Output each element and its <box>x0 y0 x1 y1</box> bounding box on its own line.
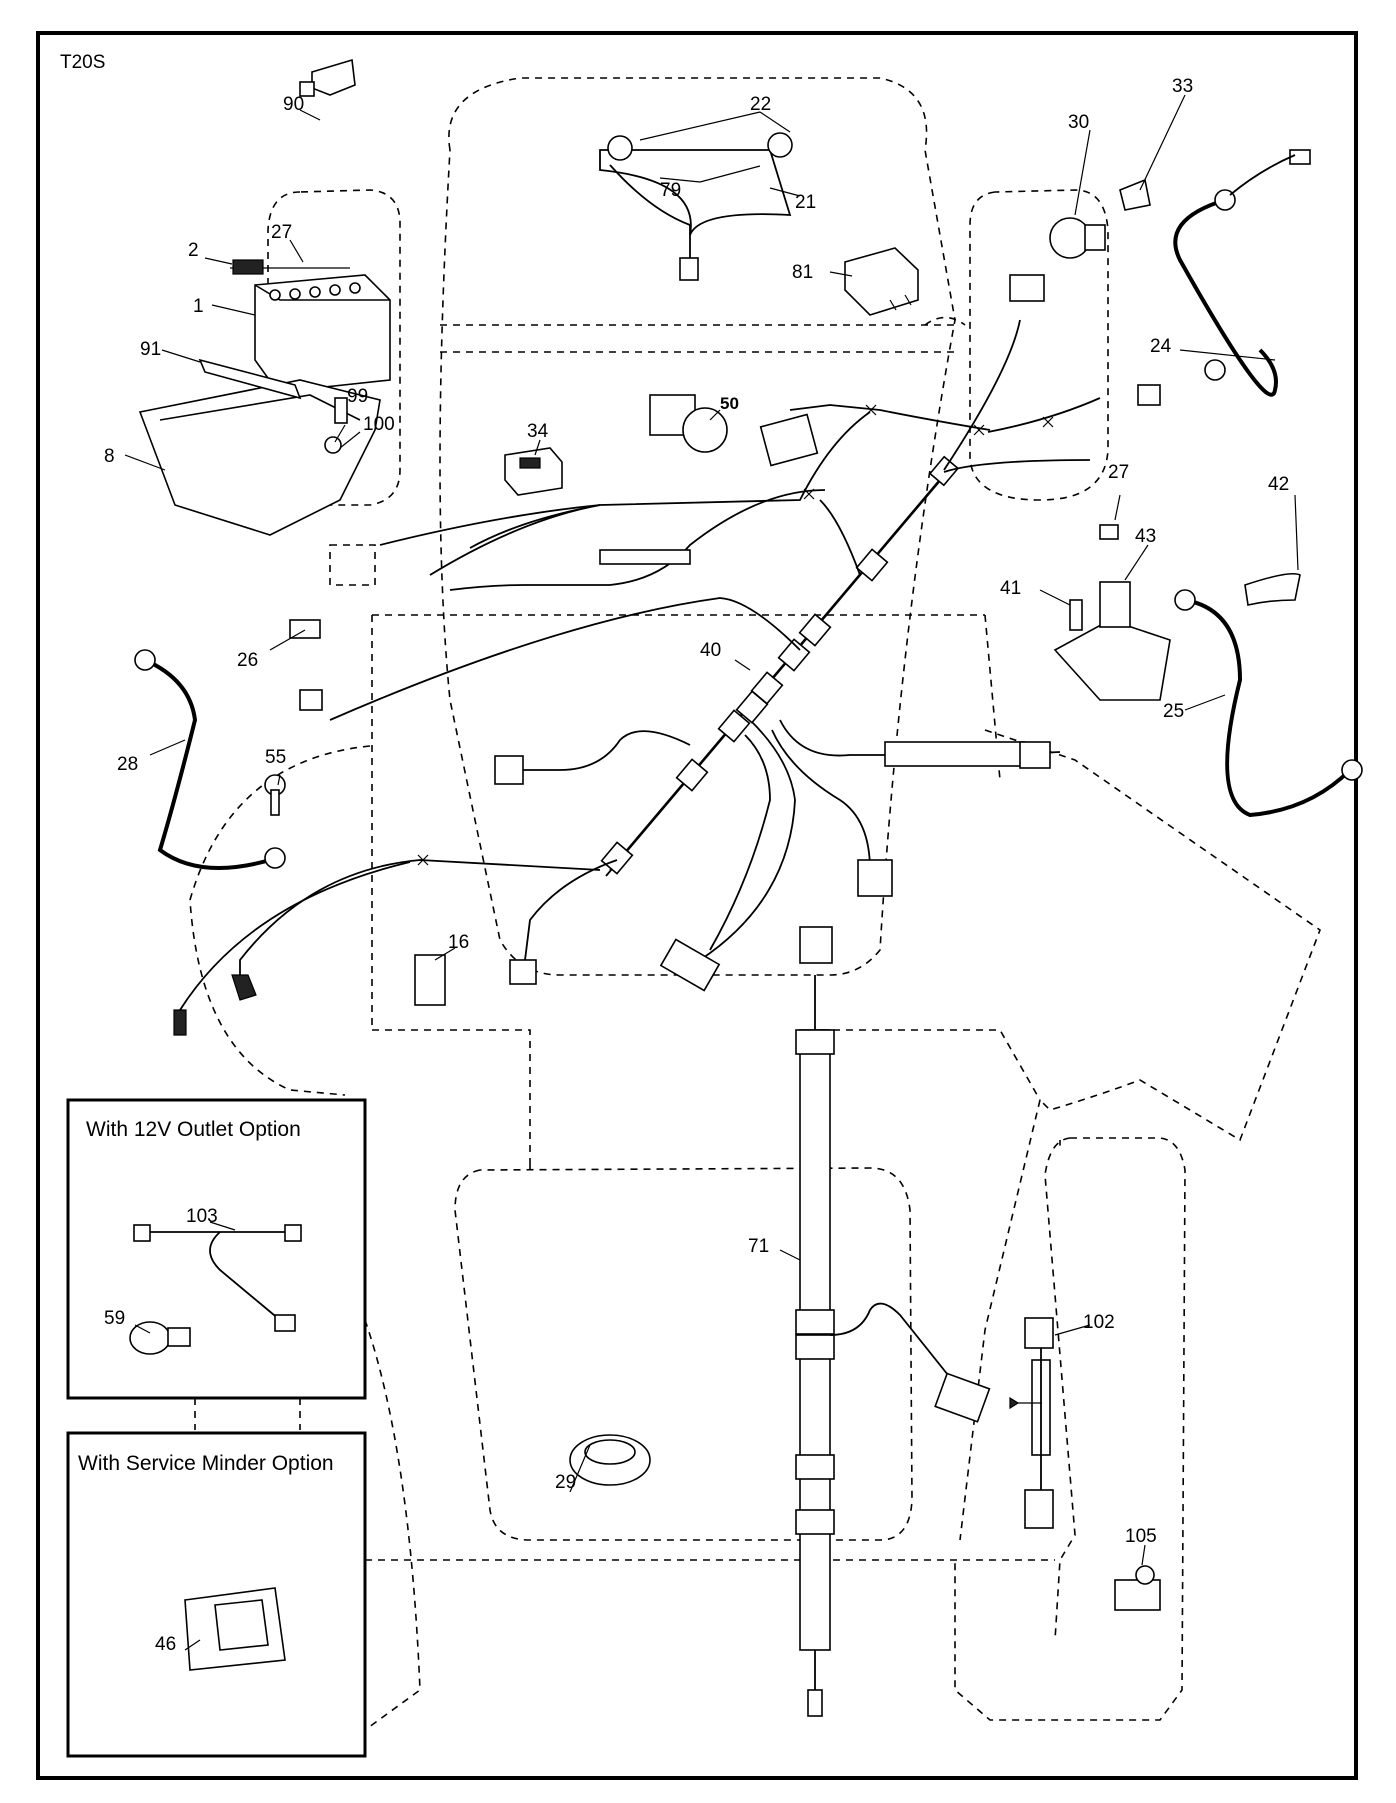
svg-text:With Service Minder Option: With Service Minder Option <box>78 1452 334 1475</box>
callout-29: 29 <box>555 1472 576 1493</box>
model-code: T20S <box>60 52 105 73</box>
callout-79: 79 <box>660 180 681 201</box>
callout-30: 30 <box>1068 112 1089 133</box>
callout-21: 21 <box>795 192 816 213</box>
callout-103: 103 <box>186 1206 218 1227</box>
callout-42: 42 <box>1268 474 1289 495</box>
tractor-outline <box>189 77 1321 1731</box>
components <box>134 132 1363 1611</box>
callout-25: 25 <box>1163 701 1184 722</box>
callout-34: 34 <box>527 421 549 442</box>
harness-102 <box>1009 1317 1054 1529</box>
harness-71 <box>795 926 991 1717</box>
callout-24: 24 <box>1150 336 1172 357</box>
callout-102: 102 <box>1083 1312 1115 1333</box>
outlet-option-panel: With 12V Outlet Option <box>66 1098 367 1400</box>
callout-46: 46 <box>155 1634 176 1655</box>
callout-8: 8 <box>104 446 115 467</box>
service-minder-option-panel: With Service Minder Option <box>66 1431 367 1758</box>
callout-90: 90 <box>283 94 304 115</box>
callout-1: 1 <box>193 296 204 317</box>
callout-71: 71 <box>748 1236 769 1257</box>
callout-59: 59 <box>104 1308 125 1329</box>
battery-assembly <box>138 58 391 536</box>
page-frame <box>36 31 1358 1780</box>
callout-16: 16 <box>448 932 469 953</box>
svg-text:With 12V Outlet Option: With 12V Outlet Option <box>86 1118 301 1141</box>
leader-lines <box>124 94 1299 1651</box>
callout-100: 100 <box>363 414 395 435</box>
callout-28: 28 <box>117 754 138 775</box>
callout-27a: 27 <box>271 222 292 243</box>
callout-99: 99 <box>347 386 368 407</box>
callout-27b: 27 <box>1108 462 1129 483</box>
callout-43: 43 <box>1135 526 1156 547</box>
callout-26: 26 <box>237 650 258 671</box>
callout-2: 2 <box>188 240 199 261</box>
main-harness <box>173 274 1161 1036</box>
callout-labels: 90 22 79 21 81 30 33 24 2 27 1 91 99 100… <box>104 76 1289 1655</box>
callout-40: 40 <box>700 640 721 661</box>
callout-41: 41 <box>1000 578 1021 599</box>
callout-50: 50 <box>720 394 739 413</box>
callout-81: 81 <box>792 262 813 283</box>
callout-22: 22 <box>750 94 771 115</box>
callout-55: 55 <box>265 747 286 768</box>
callout-105: 105 <box>1125 1526 1157 1547</box>
callout-33: 33 <box>1172 76 1193 97</box>
callout-91: 91 <box>140 339 161 360</box>
